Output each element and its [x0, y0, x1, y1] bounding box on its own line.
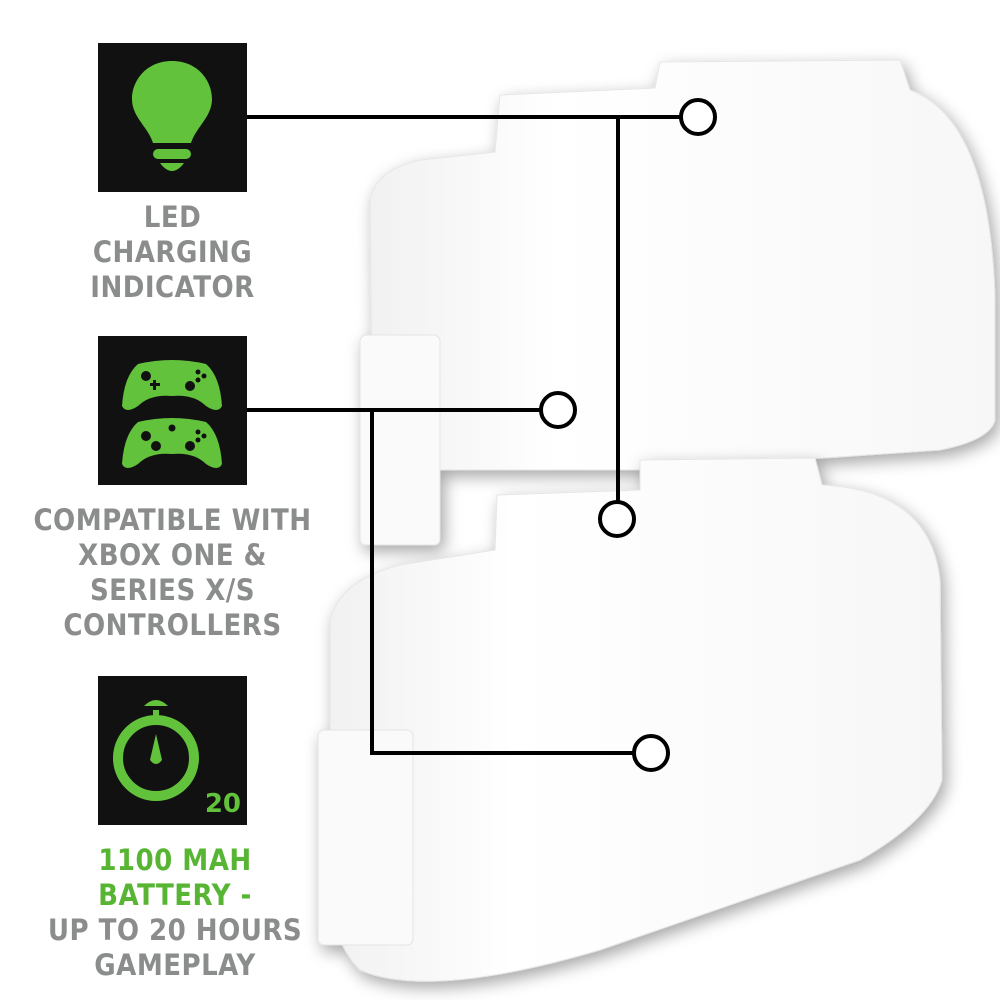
caption-line: COMPATIBLE WITH — [33, 503, 312, 537]
lightbulb-icon — [132, 61, 212, 171]
caption-line: LED — [143, 200, 202, 234]
caption-line: CONTROLLERS — [63, 608, 282, 642]
caption-line: GAMEPLAY — [94, 948, 256, 982]
caption-line: SERIES X/S — [89, 573, 256, 607]
controllers-icon — [122, 360, 222, 468]
caption-line: UP TO 20 HOURS — [47, 913, 303, 947]
callout-circles — [539, 98, 717, 772]
caption-line: INDICATOR — [90, 270, 255, 304]
caption-line-highlight: 1100 MAH — [98, 843, 252, 877]
caption-line: CHARGING — [92, 235, 253, 269]
feature-compatibility-caption: COMPATIBLE WITH XBOX ONE & SERIES X/S CO… — [31, 503, 315, 643]
battery-pack-back — [359, 59, 996, 546]
battery-icon-box: 20 — [98, 676, 247, 825]
hours-badge: 20 — [204, 789, 241, 819]
led-icon-box — [98, 43, 247, 192]
battery-pack-front — [317, 457, 943, 982]
feature-battery-caption: 1100 MAH BATTERY - UP TO 20 HOURS GAMEPL… — [45, 843, 306, 983]
callout-lines — [228, 115, 682, 755]
feature-led-caption: LED CHARGING INDICATOR — [71, 200, 274, 305]
compatibility-icon-box — [98, 336, 247, 485]
stopwatch-icon — [113, 700, 199, 801]
caption-line: XBOX ONE & — [78, 538, 267, 572]
caption-line-highlight: BATTERY - — [98, 878, 252, 912]
